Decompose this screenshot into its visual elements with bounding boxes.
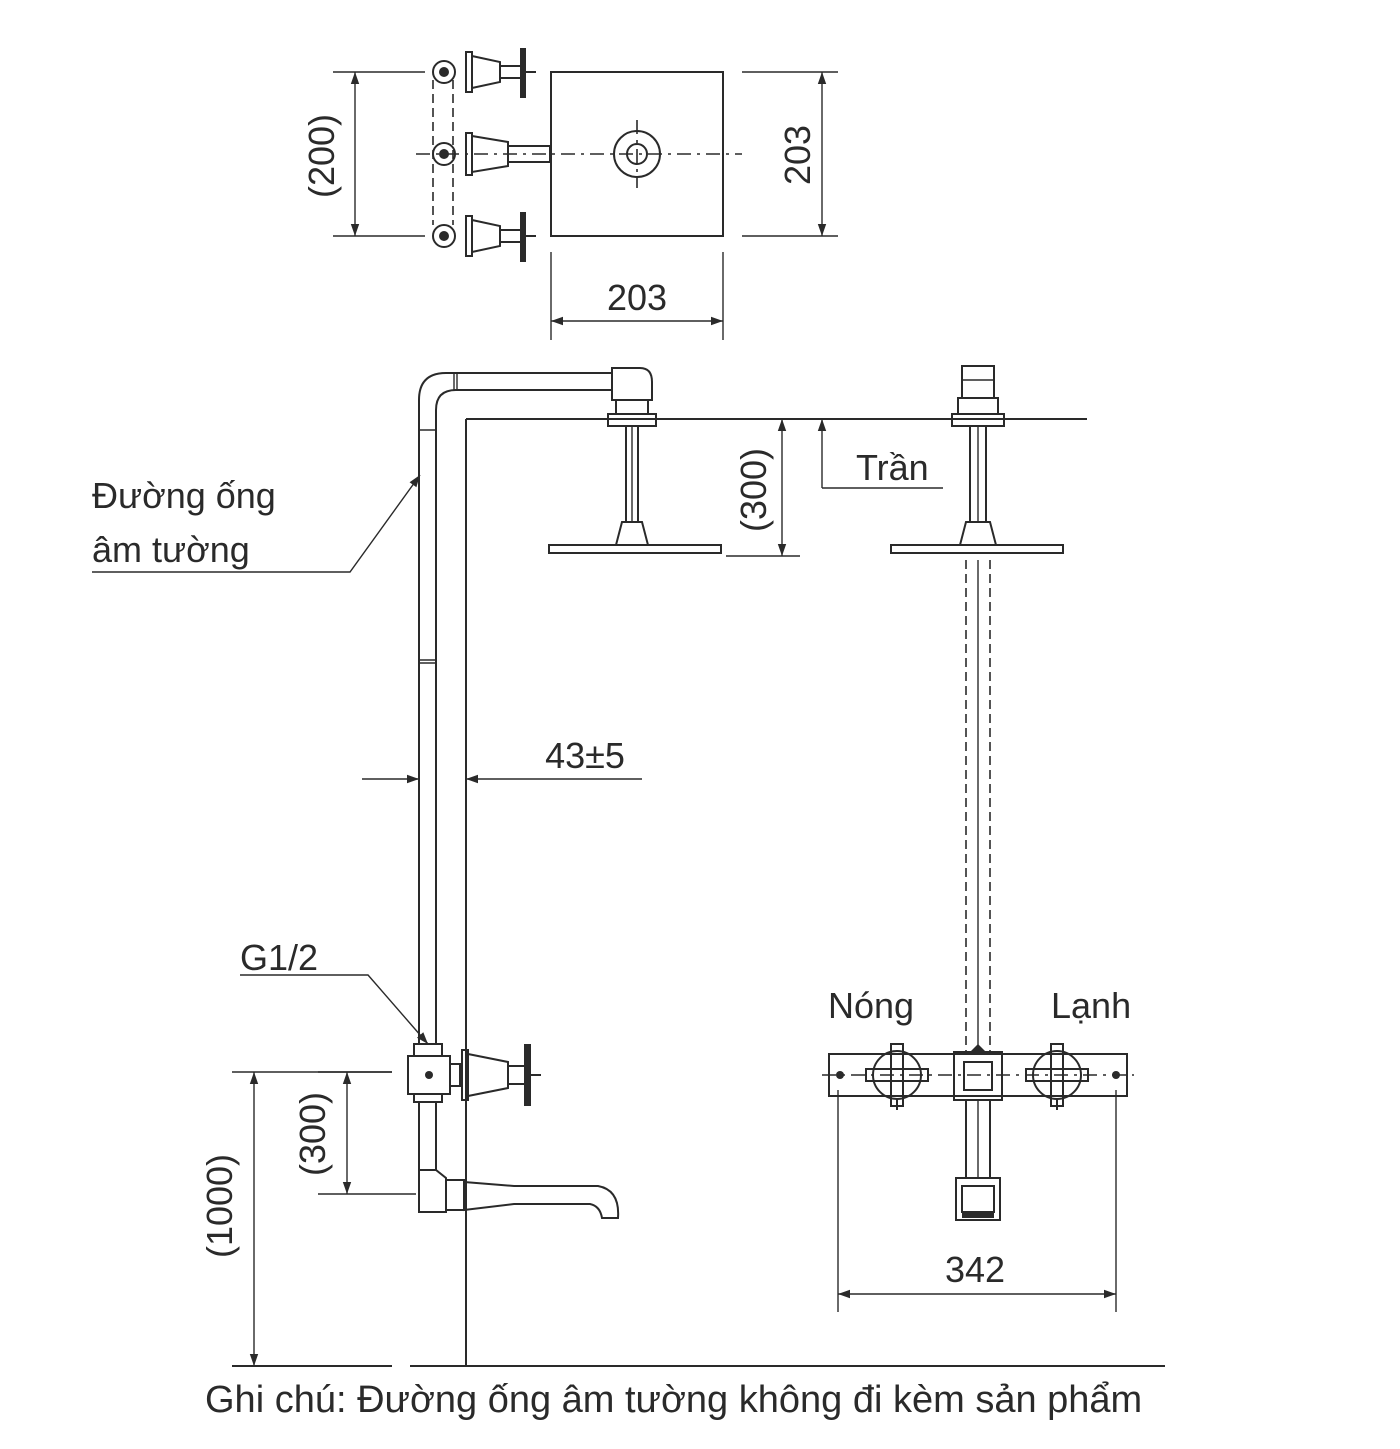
cold-valve-top [432, 212, 536, 262]
pipe-label-leader [92, 474, 421, 573]
diverter-front [953, 1044, 1003, 1101]
hot-label: Nóng [828, 985, 914, 1026]
ceiling-label-leader [817, 419, 943, 489]
front-view: Nóng Lạnh 342 [822, 365, 1134, 1312]
hot-valve-top [432, 48, 536, 98]
dim-300-valve-label: (300) [292, 1092, 333, 1176]
pipe-label-line2: âm tường [92, 529, 250, 570]
dim-342-label: 342 [945, 1249, 1005, 1290]
shower-arm-front [958, 425, 998, 546]
thread-label: G1/2 [240, 937, 318, 978]
dim-200-label: (200) [301, 114, 342, 198]
concealed-pipe [418, 372, 612, 1044]
dim-203-vertical [742, 71, 838, 237]
cold-handle-front [1025, 1043, 1089, 1110]
shower-head-front [890, 544, 1064, 554]
dim-300-ceiling [726, 418, 800, 557]
dim-203-horizontal [550, 252, 724, 340]
pipe-label-line1: Đường ống [92, 475, 276, 516]
hot-handle-front [865, 1043, 929, 1110]
dim-43-label: 43±5 [545, 735, 625, 776]
ceiling-elbow [607, 367, 657, 427]
footnote: Ghi chú: Đường ống âm tường không đi kèm… [205, 1379, 1142, 1421]
side-view: Trần (300) Đường ống âm tường 43±5 G1/2 [92, 367, 1165, 1367]
dim-342 [837, 1090, 1117, 1312]
dim-203-horizontal-label: 203 [607, 277, 667, 318]
diverter-top [432, 132, 551, 176]
ceiling-label: Trần [856, 447, 929, 488]
tub-spout-side [418, 1169, 620, 1219]
dim-300-ceiling-label: (300) [733, 448, 774, 532]
top-view: (200) 203 203 [301, 48, 838, 340]
ceiling-flange-front [951, 365, 1005, 427]
shower-arm-side [614, 425, 650, 546]
shower-head-side [548, 544, 722, 554]
spout-front [955, 1100, 1001, 1221]
valve-body-side [407, 1043, 541, 1106]
dim-200 [333, 71, 425, 237]
spout-pipe [418, 1102, 437, 1170]
cold-label: Lạnh [1051, 985, 1131, 1026]
dim-203-vertical-label: 203 [777, 125, 818, 185]
dim-1000-label: (1000) [199, 1154, 240, 1258]
riser-pipe-front [965, 560, 991, 1054]
dim-1000 [232, 1071, 392, 1366]
thread-label-leader [240, 974, 429, 1045]
